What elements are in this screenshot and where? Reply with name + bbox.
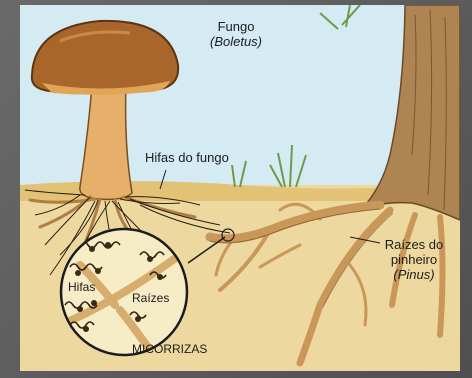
- inset-roots-label: Raízes: [132, 291, 169, 306]
- inset-hyphae-label: Hifas: [68, 280, 95, 295]
- fungal-hyphae-label: Hifas do fungo: [145, 150, 229, 165]
- pine-roots-line1: Raízes do: [374, 237, 454, 252]
- pine-species: (Pinus): [374, 267, 454, 282]
- mycorrhiza-illustration: Fungo (Boletus) Hifas do fungo Raízes do…: [20, 5, 460, 371]
- pine-roots-line2: pinheiro: [374, 252, 454, 267]
- fungus-name: Fungo: [196, 19, 276, 34]
- pine-roots-label: Raízes do pinheiro (Pinus): [374, 237, 454, 282]
- illustration-svg: [20, 5, 460, 371]
- fungus-species: (Boletus): [196, 34, 276, 49]
- inset-title-label: MICORRIZAS: [132, 342, 207, 357]
- fungus-label: Fungo (Boletus): [196, 19, 276, 49]
